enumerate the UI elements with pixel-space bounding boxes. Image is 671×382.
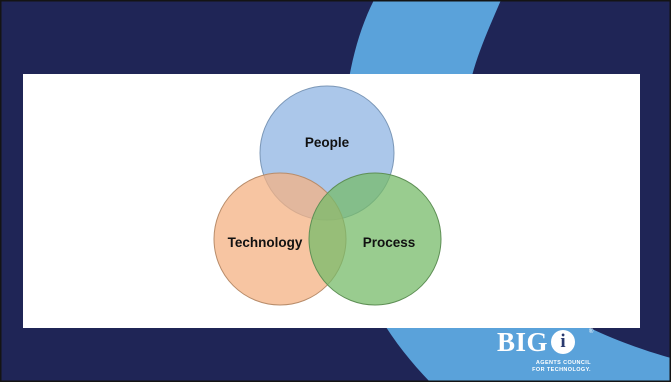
logo-tagline-line2: FOR TECHNOLOGY. — [532, 366, 591, 373]
logo-tagline-line1: AGENTS COUNCIL — [535, 360, 591, 366]
venn-label-technology: Technology — [228, 235, 303, 250]
venn-diagram: People Technology Process — [213, 85, 442, 306]
venn-label-people: People — [305, 135, 350, 150]
registered-mark: ® — [589, 329, 594, 335]
big-i-logo: BIG i ® AGENTS COUNCIL FOR TECHNOLOGY. — [492, 327, 607, 379]
venn-label-process: Process — [363, 235, 416, 250]
logo-tagline: AGENTS COUNCIL FOR TECHNOLOGY. — [519, 360, 591, 373]
logo-mark: BIG i — [497, 327, 576, 357]
logo-wordmark: BIG — [497, 327, 549, 357]
logo-badge-letter: i — [560, 331, 566, 352]
info-icon: i — [551, 330, 576, 354]
content-panel: People Technology Process — [23, 74, 640, 328]
venn-circle-process — [308, 172, 442, 306]
